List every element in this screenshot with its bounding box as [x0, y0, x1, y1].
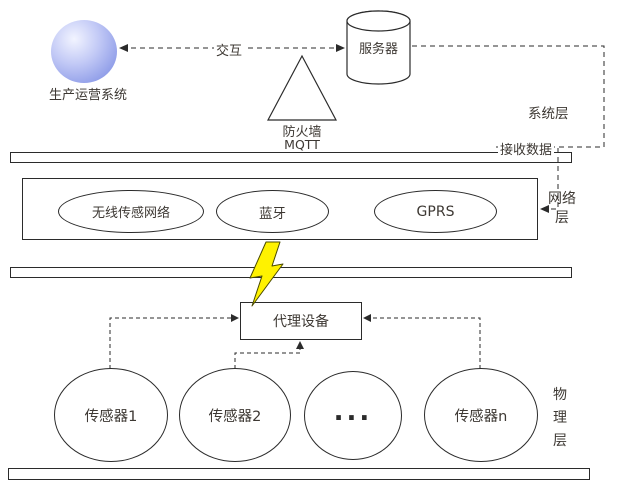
network-node-gprs: GPRS [374, 190, 497, 233]
sensor-label: 传感器n [454, 408, 508, 425]
connector-sensorn-proxy [369, 317, 481, 369]
sensor-node-1: 传感器1 [54, 368, 168, 462]
production-system-label: 生产运营系统 [48, 88, 127, 103]
layer-divider-bar-middle [10, 267, 572, 278]
arrowhead-left-icon [119, 44, 128, 52]
network-node-label: 无线传感网络 [91, 206, 170, 221]
network-node-label: GPRS [416, 203, 455, 220]
network-node-bluetooth: 蓝牙 [216, 190, 329, 233]
receive-data-route-line [412, 45, 605, 148]
interaction-label: 交互 [214, 40, 245, 59]
proxy-device-box: 代理设备 [240, 302, 362, 340]
sensor-label: 传感器2 [208, 408, 262, 425]
production-system-node [51, 20, 117, 83]
network-node-wireless-sensor: 无线传感网络 [58, 190, 204, 233]
server-label: 服务器 [358, 42, 398, 57]
firewall-triangle-icon [267, 54, 337, 121]
arrowhead-proxy-bottom-icon [296, 341, 304, 349]
sensor-label: 传感器1 [84, 408, 138, 425]
mqtt-protocol-label: MQTT [284, 137, 320, 152]
receive-data-label: 接收数据 [498, 139, 555, 158]
physical-layer-label: 物理层 [553, 387, 567, 449]
lightning-bolt-icon [249, 241, 284, 307]
layer-divider-bar-top [10, 152, 572, 163]
network-node-label: 蓝牙 [259, 205, 286, 222]
firewall-label: 防火墙 [272, 121, 332, 140]
proxy-device-label: 代理设备 [273, 314, 329, 330]
receive-data-drop-line [546, 148, 559, 210]
arrowhead-proxy-left-icon [231, 314, 239, 322]
arrowhead-right-icon [336, 44, 345, 52]
system-layer-label: 系统层 [528, 106, 569, 122]
network-layer-label: 网络层 [548, 191, 576, 226]
sensor-node-ellipsis: ... [304, 371, 402, 460]
sensor-node-n: 传感器n [424, 368, 538, 462]
layer-divider-bar-bottom [8, 468, 590, 480]
server-cylinder-icon [346, 10, 411, 85]
arrowhead-proxy-right-icon [363, 314, 371, 322]
connector-sensor1-proxy [109, 317, 233, 369]
arrowhead-into-network-icon [540, 205, 549, 213]
connector-sensor2-proxy [234, 347, 301, 369]
